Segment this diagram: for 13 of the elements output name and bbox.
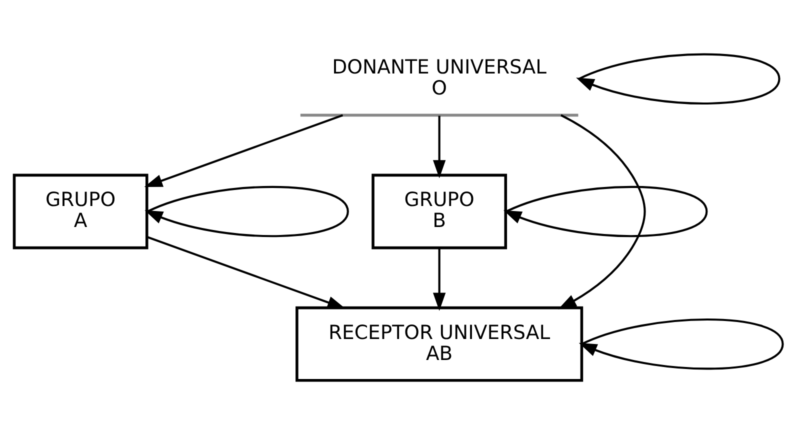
arrow <box>144 185 349 237</box>
arrow <box>144 114 344 187</box>
arrow <box>146 236 346 308</box>
node-box: GRUPO B <box>372 173 508 249</box>
node-box: GRUPO A <box>12 173 148 249</box>
arrow <box>432 115 446 178</box>
arrow <box>503 185 708 237</box>
node-text: DONANTE UNIVERSAL O <box>332 55 547 100</box>
arrow <box>558 114 646 309</box>
arrow <box>432 248 446 310</box>
node-box: RECEPTOR UNIVERSAL AB <box>296 306 584 382</box>
arrow <box>576 52 780 104</box>
arrow <box>578 318 784 370</box>
